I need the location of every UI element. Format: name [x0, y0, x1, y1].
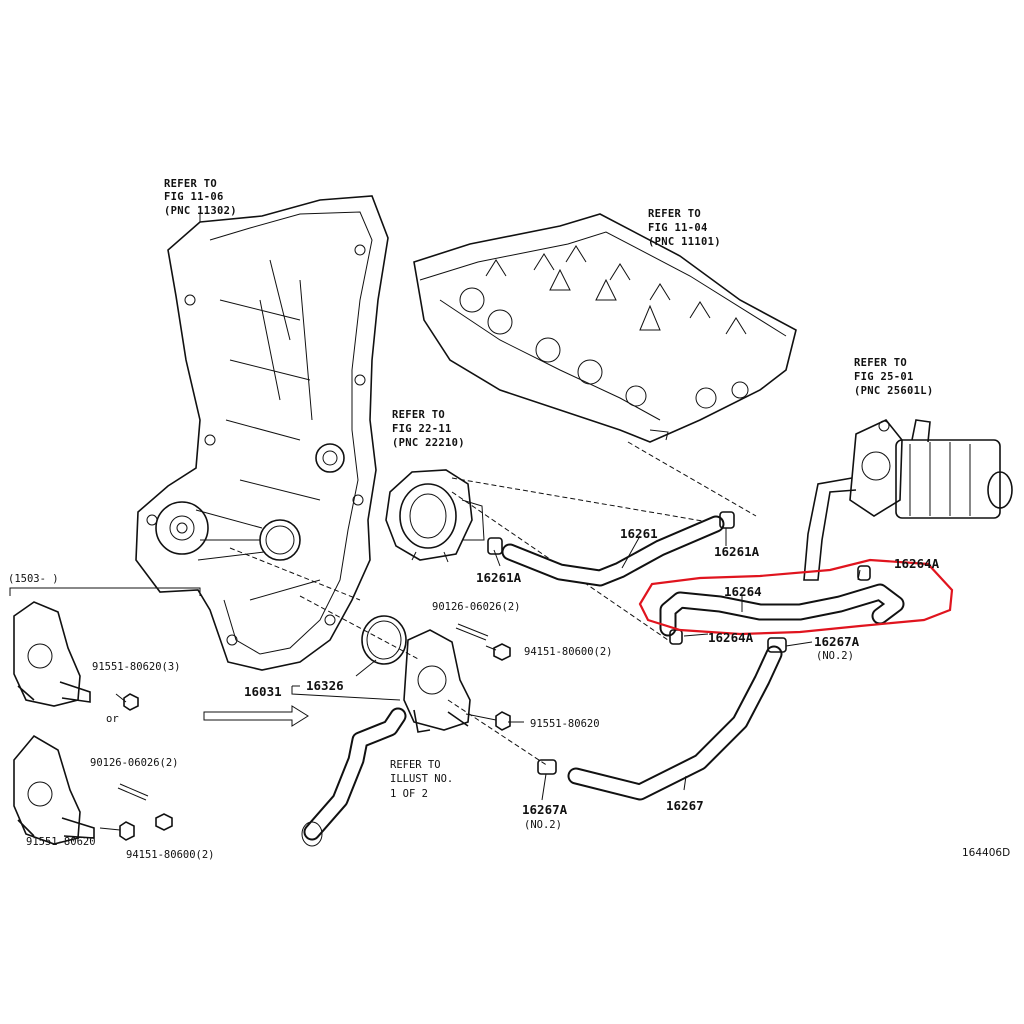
cylinder-head-drawing	[413, 213, 797, 443]
stud-90126-left-label: 90126-06026(2)	[90, 757, 179, 769]
hose-illust-drawing	[301, 707, 407, 847]
nut-94151-center	[493, 643, 511, 661]
cam-towers	[485, 245, 747, 335]
water-outlet-center-drawing	[403, 629, 471, 733]
bolt-91551-left-top	[115, 693, 139, 711]
stud-90126-left	[117, 783, 149, 801]
ref-egr-cooler: REFER TO FIG 25-01 (PNC 25601L)	[854, 357, 933, 397]
ref-illust: REFER TO ILLUST NO. 1 OF 2	[390, 759, 453, 800]
ref-illust-line3: 1 OF 2	[390, 788, 428, 800]
part-16267A-bottom-note: (NO.2)	[524, 819, 562, 831]
part-16326: 16326	[306, 678, 344, 693]
water-outlet-left-top	[13, 601, 91, 707]
ref-throttle-body-line1: REFER TO	[392, 409, 445, 421]
throttle-body-drawing	[385, 469, 485, 563]
bolt-90126-center-label: 90126-06026(2)	[432, 601, 521, 613]
left-box-frame	[9, 587, 201, 596]
clamp-16264A-bottom	[669, 629, 683, 645]
part-16031: 16031	[244, 684, 282, 699]
hose-16267-drawing	[567, 645, 783, 801]
gasket-16326-drawing	[361, 615, 407, 665]
part-16264A-bottom: 16264A	[708, 630, 754, 645]
ref-cylinder-head-line1: REFER TO	[648, 208, 701, 220]
clamp-16261A-top	[719, 511, 735, 529]
part-16261: 16261	[620, 526, 658, 541]
ref-cylinder-head: REFER TO FIG 11-04 (PNC 11101)	[648, 208, 721, 248]
or-label: or	[106, 713, 119, 725]
part-16261A-left: 16261A	[476, 570, 522, 585]
date-range-label: (1503- )	[8, 573, 59, 585]
clamp-16267A-bottom	[537, 759, 557, 775]
ref-cylinder-head-line2: FIG 11-04	[648, 222, 708, 234]
stud-90126-center	[455, 623, 489, 641]
highlight-outline	[638, 558, 954, 636]
ref-timing-cover-line3: (PNC 11302)	[164, 205, 237, 217]
hose-16264-drawing	[659, 583, 905, 637]
clamp-16264A-top	[857, 565, 871, 581]
ref-timing-cover-line1: REFER TO	[164, 178, 217, 190]
bolt-91551-center	[465, 711, 511, 731]
ref-egr-cooler-line3: (PNC 25601L)	[854, 385, 933, 397]
ref-throttle-body-line2: FIG 22-11	[392, 423, 452, 435]
part-16264: 16264	[724, 584, 762, 599]
ref-throttle-body: REFER TO FIG 22-11 (PNC 22210)	[392, 409, 465, 449]
nut-94151-left-label: 94151-80600(2)	[126, 849, 215, 861]
ref-illust-line2: ILLUST NO.	[390, 773, 453, 785]
hose-16261-drawing	[501, 515, 725, 587]
ref-cylinder-head-line3: (PNC 11101)	[648, 236, 721, 248]
ref-egr-cooler-line1: REFER TO	[854, 357, 907, 369]
bolt-91551-left-bottom-label: 91551-80620	[26, 836, 96, 848]
part-16267: 16267	[666, 798, 704, 813]
ref-illust-line1: REFER TO	[390, 759, 441, 771]
diagram-id: 164406D	[962, 847, 1010, 859]
part-16267A-right-note: (NO.2)	[816, 650, 854, 662]
part-16267A-bottom: 16267A	[522, 802, 568, 817]
ref-timing-cover: REFER TO FIG 11-06 (PNC 11302)	[164, 178, 237, 217]
bolt-91551-center-label: 91551-80620	[530, 718, 600, 730]
part-16264A-top: 16264A	[894, 556, 940, 571]
ref-egr-cooler-line2: FIG 25-01	[854, 371, 914, 383]
timing-cover-drawing	[135, 195, 389, 671]
part-16267A-right: 16267A	[814, 634, 860, 649]
egr-cooler-drawing	[803, 419, 1013, 581]
part-16261A-top: 16261A	[714, 544, 760, 559]
ref-timing-cover-line2: FIG 11-06	[164, 191, 224, 203]
water-outlet-left-bottom	[13, 734, 95, 845]
ref-throttle-body-line3: (PNC 22210)	[392, 437, 465, 449]
nut-94151-left	[155, 813, 173, 831]
bolt-91551-left-top-label: 91551-80620(3)	[92, 661, 181, 673]
bolt-91551-left-bottom	[99, 821, 135, 841]
clamp-16267A-right	[767, 637, 787, 653]
nut-94151-center-label: 94151-80600(2)	[524, 646, 613, 658]
direction-arrow	[203, 705, 309, 727]
